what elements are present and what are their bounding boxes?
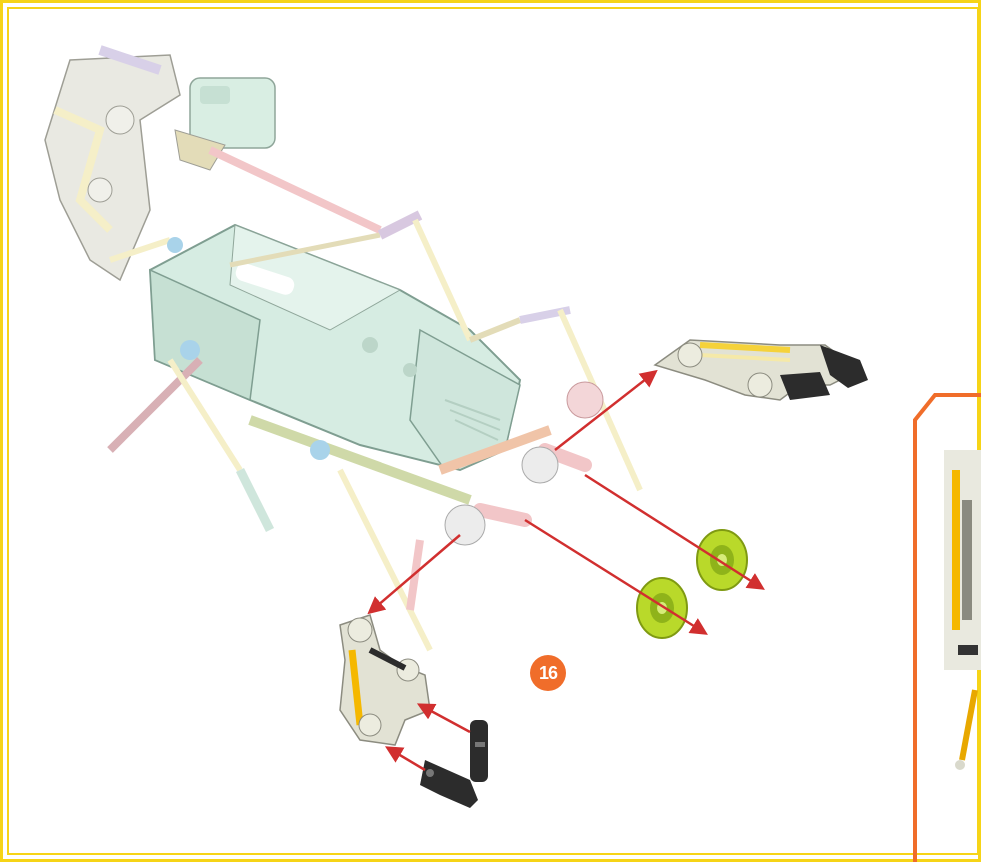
black-clip-2 — [420, 760, 478, 808]
wheel-2 — [637, 578, 687, 638]
wheel-1 — [697, 530, 747, 590]
next-step-preview — [944, 450, 981, 770]
claw-assembly-lower — [340, 615, 430, 745]
next-step-panel — [915, 395, 981, 862]
step-number-badge: 16 — [530, 655, 566, 691]
black-clip-1 — [470, 720, 488, 782]
claw-assembly-upper — [655, 340, 868, 400]
